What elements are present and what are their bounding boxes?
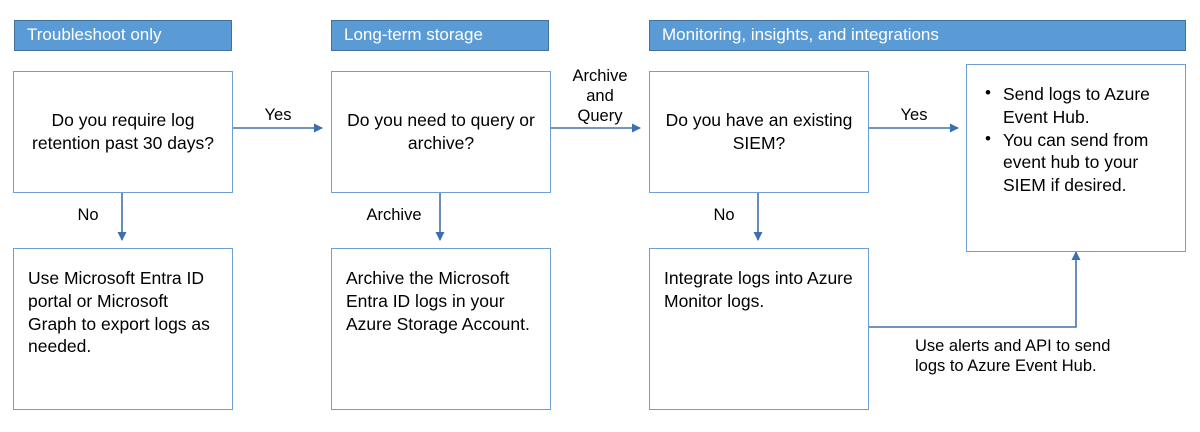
node-action-event-hub: Send logs to Azure Event Hub. You can se… [966, 64, 1186, 252]
banner-label: Troubleshoot only [27, 25, 162, 45]
edge-label-siem-no: No [713, 206, 735, 224]
node-bullets-wrap: Send logs to Azure Event Hub. You can se… [967, 82, 1185, 197]
connector-monitor-to-eventhub [869, 251, 1081, 328]
banner-label: Monitoring, insights, and integrations [662, 25, 939, 45]
edge-label-retention-yes: Yes [264, 106, 292, 124]
node-text: Do you need to query or archive? [347, 110, 535, 153]
node-text: Use Microsoft Entra ID portal or Microso… [28, 268, 210, 357]
edge-label-retention-no: No [77, 206, 99, 224]
node-decision-retention: Do you require log retention past 30 day… [13, 71, 233, 193]
banner-long-term-storage: Long-term storage [331, 20, 549, 51]
node-text: Do you have an existing SIEM? [665, 110, 853, 153]
node-text: Archive the Microsoft Entra ID logs in y… [346, 268, 530, 334]
edge-label-archive-and-query: Archive and Query [572, 67, 628, 126]
list-item: You can send from event hub to your SIEM… [981, 127, 1171, 197]
edge-label-siem-yes: Yes [900, 106, 928, 124]
node-text: Integrate logs into Azure Monitor logs. [664, 268, 853, 311]
event-hub-bullet-list: Send logs to Azure Event Hub. You can se… [981, 82, 1171, 197]
banner-troubleshoot-only: Troubleshoot only [14, 20, 232, 51]
node-decision-existing-siem: Do you have an existing SIEM? [649, 71, 869, 193]
node-action-archive-storage: Archive the Microsoft Entra ID logs in y… [331, 248, 551, 410]
edge-label-monitor-to-event-hub: Use alerts and API to send logs to Azure… [915, 337, 1111, 376]
node-action-portal-or-graph: Use Microsoft Entra ID portal or Microso… [13, 248, 233, 410]
banner-label: Long-term storage [344, 25, 483, 45]
node-text: Do you require log retention past 30 day… [32, 110, 214, 153]
node-action-azure-monitor: Integrate logs into Azure Monitor logs. [649, 248, 869, 410]
banner-monitoring-insights-integrations: Monitoring, insights, and integrations [649, 20, 1186, 51]
node-decision-query-or-archive: Do you need to query or archive? [331, 71, 551, 193]
edge-label-query-archive: Archive [366, 206, 422, 224]
list-item: Send logs to Azure Event Hub. [981, 82, 1171, 129]
